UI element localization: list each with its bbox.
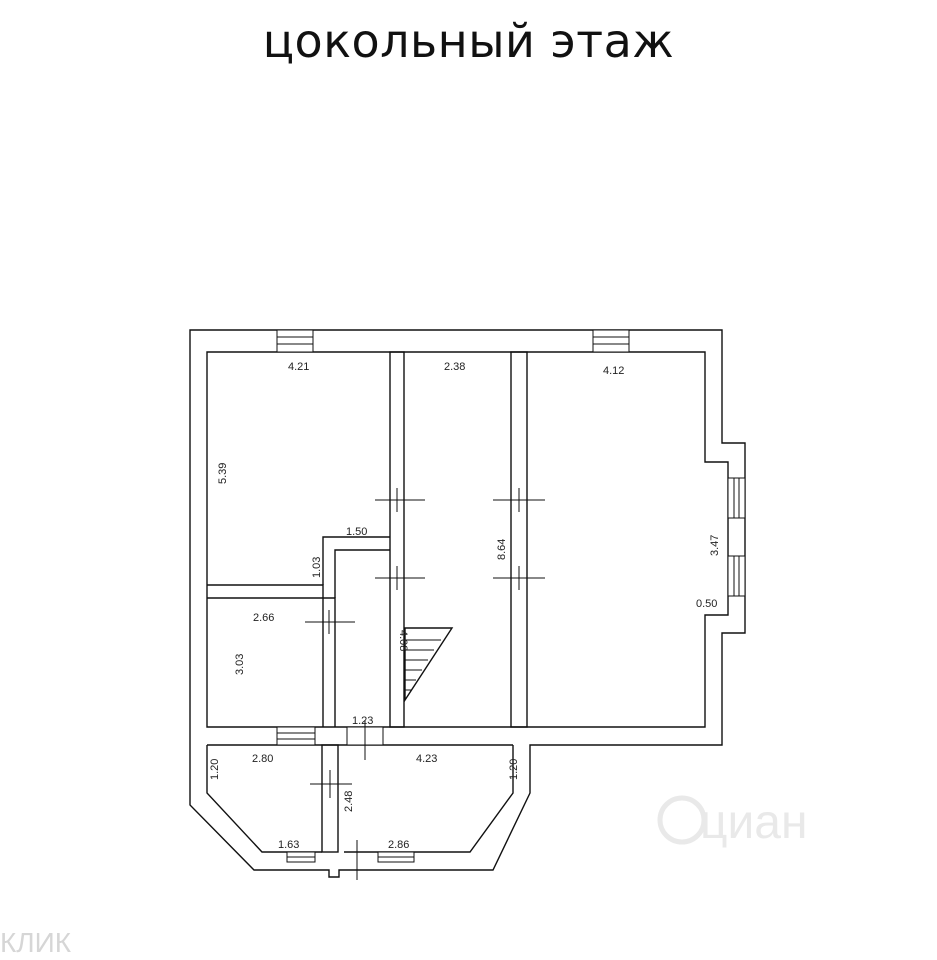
- dim-5-39: 5.39: [217, 463, 229, 484]
- windows: [276, 329, 746, 863]
- dim-0-50: 0.50: [696, 598, 717, 610]
- watermark: циан: [657, 795, 808, 849]
- dim-4-23: 4.23: [416, 753, 437, 765]
- dim-2-80: 2.80: [252, 753, 273, 765]
- dim-1-23: 1.23: [352, 715, 373, 727]
- window-top-left: [276, 329, 314, 353]
- window-top-right: [592, 329, 630, 353]
- wall-small-room-top: [207, 584, 324, 727]
- walls: [189, 329, 746, 878]
- wall-right-corridor: [510, 351, 528, 728]
- inner-wall-outline: [206, 351, 729, 728]
- stair-treads: [405, 639, 441, 691]
- dim-2-38: 2.38: [444, 361, 465, 373]
- wall-step2: [322, 536, 390, 585]
- dim-1-20-left: 1.20: [209, 759, 221, 780]
- page-title: цокольный этаж: [262, 14, 675, 68]
- dim-1-03: 1.03: [311, 557, 323, 578]
- wall-lower-divider: [321, 744, 339, 853]
- watermark-corner: КЛИК: [0, 927, 72, 958]
- dimension-labels: 4.21 2.38 4.12 5.39 1.50 1.03 8.64 3.47 …: [209, 361, 721, 851]
- dim-4-21: 4.21: [288, 361, 309, 373]
- dim-1-20-right: 1.20: [508, 759, 520, 780]
- window-bay-lower: [727, 555, 746, 597]
- dim-4-08: 4.08: [397, 630, 409, 651]
- dim-1-50: 1.50: [346, 526, 367, 538]
- dim-8-64: 8.64: [496, 539, 508, 560]
- dim-3-47: 3.47: [709, 535, 721, 556]
- wall-step: [334, 549, 390, 598]
- outer-wall-outline: [189, 329, 746, 878]
- cian-logo-icon: [657, 795, 707, 845]
- window-bay-upper: [727, 477, 746, 519]
- dim-2-86: 2.86: [388, 839, 409, 851]
- dim-2-66: 2.66: [253, 612, 274, 624]
- dim-2-48: 2.48: [343, 791, 355, 812]
- dim-3-03: 3.03: [234, 654, 246, 675]
- dim-4-12: 4.12: [603, 365, 624, 377]
- door-marks: [305, 488, 545, 880]
- watermark-brand: циан: [700, 796, 808, 849]
- wall-left-corridor: [389, 351, 405, 728]
- dim-1-63: 1.63: [278, 839, 299, 851]
- stair: [404, 627, 454, 703]
- window-middle: [276, 726, 316, 746]
- window-bottom-right: [377, 851, 415, 863]
- window-bottom-left: [286, 851, 316, 863]
